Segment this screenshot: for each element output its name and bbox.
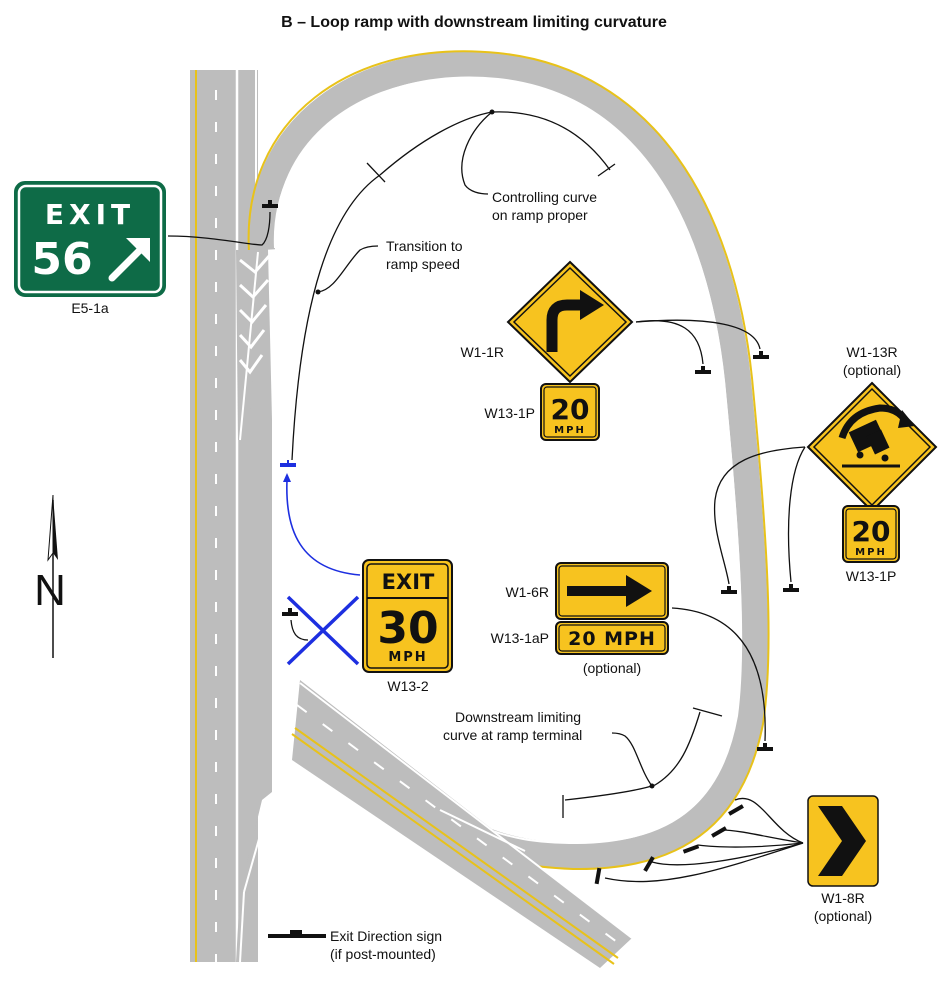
controlling-curve-label-2: on ramp proper	[492, 207, 588, 223]
chevron-right-icon	[818, 806, 866, 876]
w13-2-exit-text: EXIT	[382, 570, 435, 594]
post-e5-1a	[262, 200, 278, 208]
mainline-freeway	[190, 70, 273, 963]
w13-1p-b-speed: 20	[852, 515, 891, 548]
arrow-right-icon	[567, 575, 652, 607]
legend-exit-direction-sign: Exit Direction sign (if post-mounted)	[268, 928, 442, 962]
cross-road	[291, 680, 633, 968]
sign-w13-1p-b: 20 MPH W13-1P	[842, 505, 900, 584]
not-recommended-x-icon	[286, 595, 360, 666]
legend-label-1: Exit Direction sign	[330, 928, 442, 944]
w13-2-blue-leader	[280, 460, 361, 576]
post-w1-1r-b	[753, 351, 769, 359]
e5-1a-code: E5-1a	[71, 300, 109, 316]
w13-1p-b-unit: MPH	[855, 547, 887, 558]
diagram-title: B – Loop ramp with downstream limiting c…	[281, 14, 667, 31]
sign-w1-6r: W1-6R	[505, 562, 669, 620]
controlling-curve-label-1: Controlling curve	[492, 189, 597, 205]
transition-label-1: Transition to	[386, 238, 463, 254]
w1-8r-code: W1-8R	[821, 890, 865, 906]
sign-w13-1p-a: 20 MPH W13-1P	[484, 383, 600, 441]
arrow-up-right-icon	[108, 238, 150, 282]
loop-ramp	[236, 50, 770, 871]
sign-w13-2: EXIT 30 MPH W13-2	[362, 559, 453, 694]
w13-1ap-code: W13-1aP	[491, 630, 549, 646]
w1-6r-code: W1-6R	[505, 584, 549, 600]
post-w1-1r-a	[695, 366, 711, 374]
w1-8r-note: (optional)	[814, 908, 872, 924]
w13-1ap-note: (optional)	[583, 660, 641, 676]
sign-e5-1a: EXIT 56 E5-1a	[14, 181, 166, 316]
downstream-label-1: Downstream limiting	[455, 709, 581, 725]
post-w1-13r-b	[783, 584, 799, 592]
sign-w1-13r: W1-13R (optional)	[806, 344, 938, 513]
sign-w1-8r: W1-8R (optional)	[807, 795, 879, 924]
north-arrow-icon: N	[34, 494, 66, 658]
downstream-label-2: curve at ramp terminal	[443, 727, 582, 743]
post-w1-13r-a	[721, 586, 737, 594]
annotation-leaders	[291, 109, 723, 818]
w13-2-speed: 30	[377, 603, 438, 654]
w13-1p-b-code: W13-1P	[846, 568, 897, 584]
post-w1-8r-4	[643, 856, 655, 872]
w13-2-unit: MPH	[388, 650, 427, 665]
post-w1-8r-5	[594, 867, 602, 885]
w1-1r-code: W1-1R	[460, 344, 504, 360]
post-w13-2-x	[282, 608, 298, 616]
truck-rollover-icon	[838, 404, 915, 468]
legend-label-2: (if post-mounted)	[330, 946, 436, 962]
w13-1ap-text: 20 MPH	[568, 628, 656, 650]
post-w1-8r-3	[682, 844, 700, 854]
e5-1a-number: 56	[31, 234, 92, 285]
post-w1-8r-2	[711, 826, 727, 838]
w13-1p-a-unit: MPH	[554, 425, 586, 436]
transition-label-2: ramp speed	[386, 256, 460, 272]
north-label: N	[34, 566, 66, 615]
sign-post-markers	[167, 200, 806, 885]
w13-1p-a-speed: 20	[551, 393, 590, 426]
sign-w13-1ap: 20 MPH W13-1aP (optional)	[491, 621, 669, 676]
e5-1a-exit-text: EXIT	[45, 198, 135, 231]
w1-13r-code: W1-13R	[846, 344, 897, 360]
sign-w1-1r: W1-1R	[460, 260, 634, 384]
annotation-labels: Controlling curve on ramp proper Transit…	[386, 189, 597, 743]
w13-1p-a-code: W13-1P	[484, 405, 535, 421]
w1-13r-note: (optional)	[843, 362, 901, 378]
turn-right-arrow-icon	[546, 290, 604, 352]
post-w1-8r-1	[728, 804, 744, 816]
w13-2-code: W13-2	[387, 678, 428, 694]
post-w1-6r	[757, 743, 773, 751]
